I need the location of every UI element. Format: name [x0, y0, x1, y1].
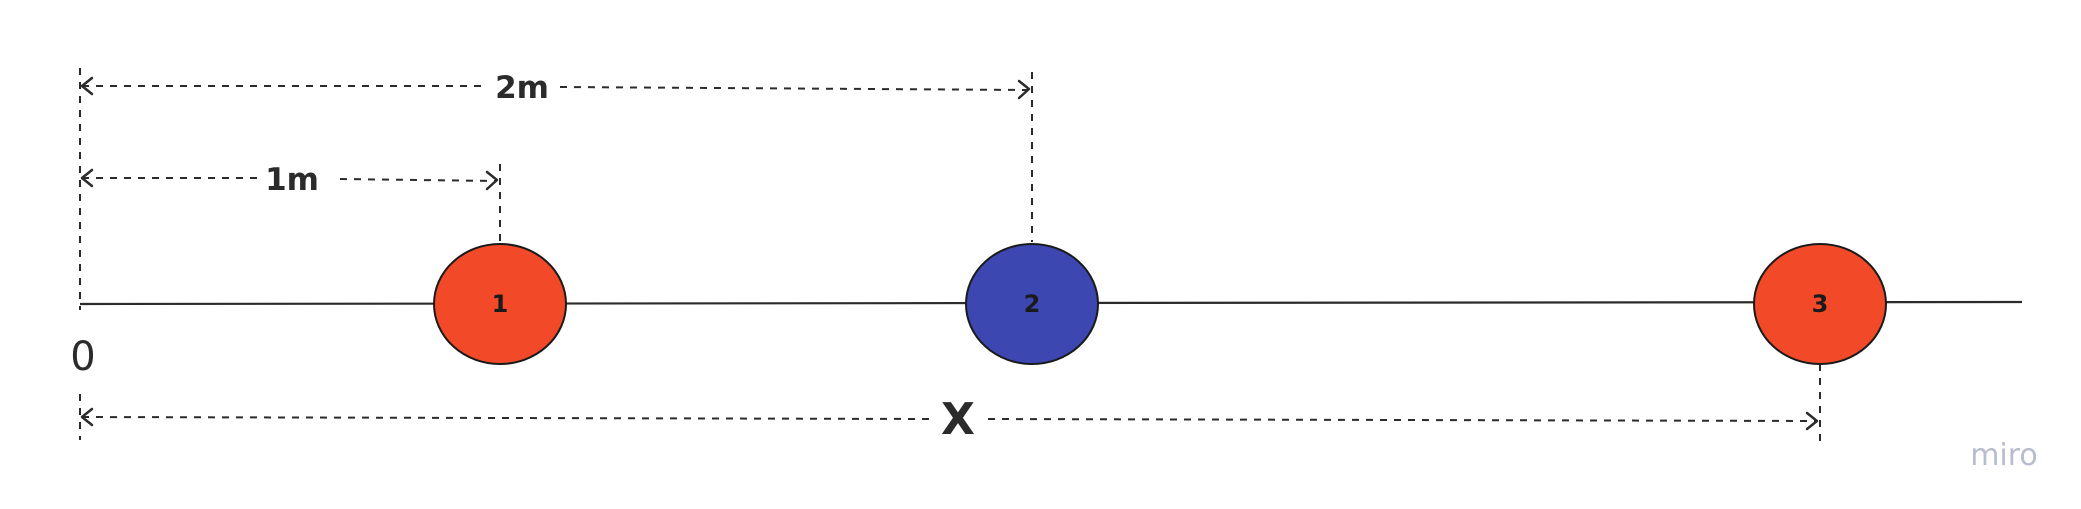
dimension-1m: 1m [80, 162, 499, 198]
node-1-circle [433, 243, 567, 365]
node-3: 3 [1753, 243, 1887, 365]
miro-watermark: miro [1970, 438, 2038, 473]
dimension-2m-label: 2m [495, 70, 549, 106]
node-2-circle [965, 243, 1099, 365]
node-3-label: 3 [1812, 290, 1829, 318]
dimension-x-label: X [941, 394, 975, 445]
dimension-x: X [80, 394, 1819, 445]
origin-label: 0 [70, 334, 95, 380]
node-3-circle [1753, 243, 1887, 365]
dimension-1m-label: 1m [265, 162, 319, 198]
node-2: 2 [965, 243, 1099, 365]
node-2-label: 2 [1024, 290, 1041, 318]
node-1-label: 1 [492, 290, 509, 318]
dimension-2m: 2m [80, 70, 1031, 106]
node-1: 1 [433, 243, 567, 365]
